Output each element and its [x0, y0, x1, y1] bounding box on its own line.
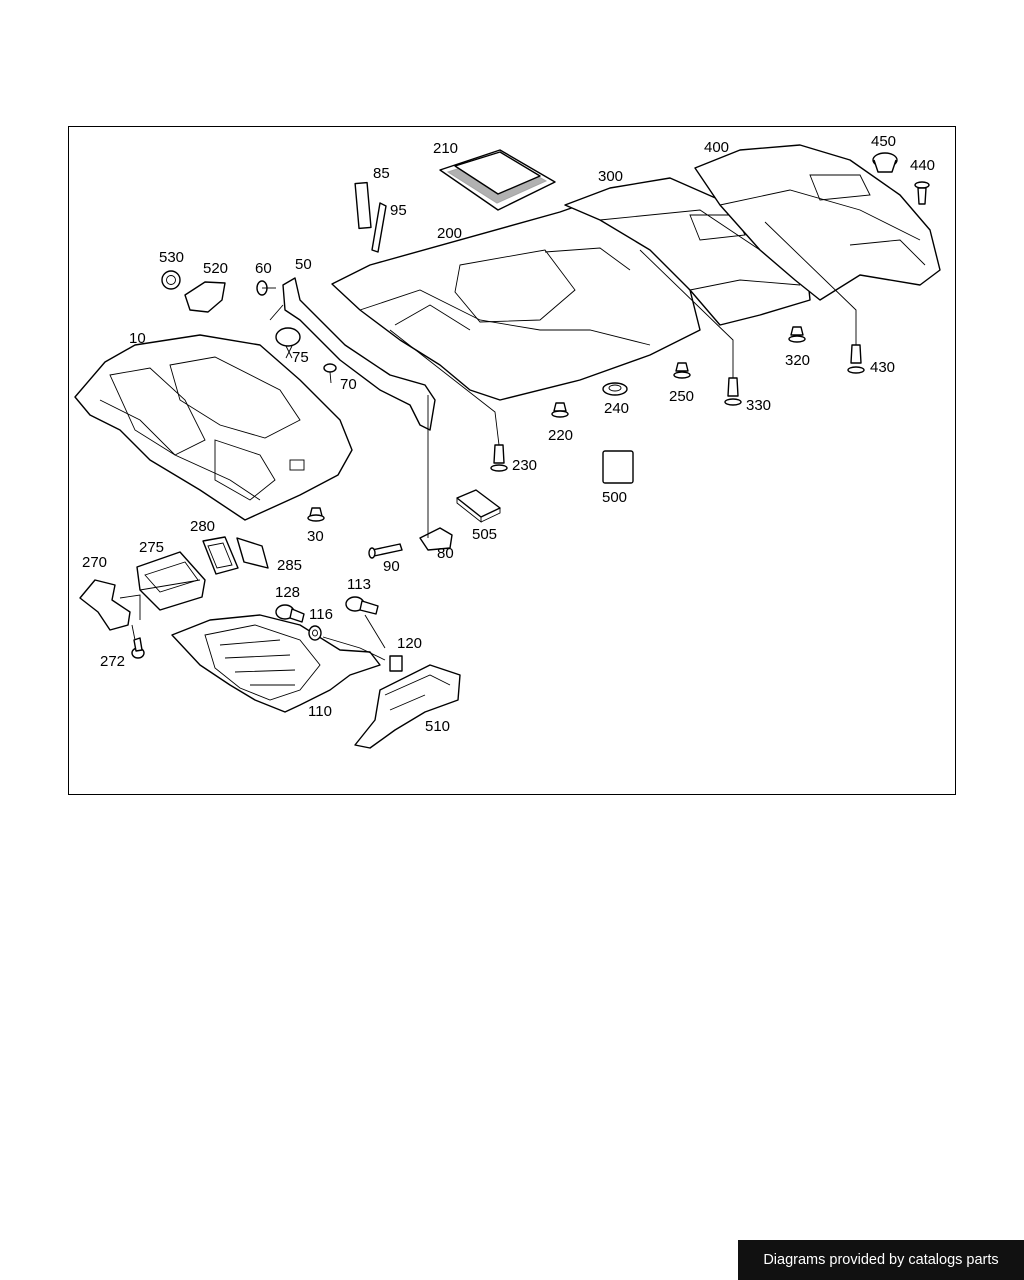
callout-275: 275: [139, 539, 164, 556]
part-510-side-bracket: [354, 664, 461, 749]
part-60-clip: [256, 280, 276, 296]
callout-110: 110: [308, 703, 332, 720]
part-272-screw: [131, 637, 145, 659]
callout-85: 85: [373, 165, 390, 182]
part-280-cover: [202, 536, 239, 575]
part-330-fastener: [724, 377, 742, 406]
callout-70: 70: [340, 376, 357, 393]
part-95-rod: [371, 202, 387, 253]
part-285-clip-plate: [236, 537, 269, 569]
callout-250: 250: [669, 388, 694, 405]
part-505-block: [456, 489, 501, 523]
callout-520: 520: [203, 260, 228, 277]
callout-400: 400: [704, 139, 729, 156]
part-300-headliner-rear-mid: [564, 177, 811, 326]
callout-128: 128: [275, 584, 300, 601]
callout-220: 220: [548, 427, 573, 444]
callout-60: 60: [255, 260, 272, 277]
callout-450: 450: [871, 133, 896, 150]
callout-440: 440: [910, 157, 935, 174]
part-80-bracket: [419, 527, 453, 551]
callout-230: 230: [512, 457, 537, 474]
part-530-grommet: [161, 270, 181, 290]
callout-50: 50: [295, 256, 312, 273]
part-90-pin: [368, 543, 403, 559]
callout-505: 505: [472, 526, 497, 543]
part-85-pad: [354, 181, 372, 230]
part-430-fastener: [847, 344, 865, 374]
callout-10: 10: [129, 330, 146, 347]
callouts: 10 30 50 60 70 75 80 85 90 95 110 113 11…: [82, 133, 935, 735]
callout-530: 530: [159, 249, 184, 266]
callout-285: 285: [277, 557, 302, 574]
callout-120: 120: [397, 635, 422, 652]
callout-500: 500: [602, 489, 627, 506]
callout-430: 430: [870, 359, 895, 376]
part-275-control-module: [136, 551, 206, 611]
part-270-mounting-bracket: [79, 579, 141, 631]
part-450-cap: [872, 152, 898, 173]
part-320-fastener: [788, 326, 806, 343]
callout-272: 272: [100, 653, 125, 670]
callout-240: 240: [604, 400, 629, 417]
callout-75: 75: [292, 349, 309, 366]
part-70-rivet: [323, 363, 337, 384]
callout-210: 210: [433, 140, 458, 157]
part-10-headliner-front: [74, 334, 353, 521]
callout-510: 510: [425, 718, 450, 735]
callout-300: 300: [598, 168, 623, 185]
callout-330: 330: [746, 397, 771, 414]
part-116-washer: [308, 625, 322, 641]
callout-116: 116: [309, 606, 333, 623]
attribution-footer: Diagrams provided by catalogs parts: [738, 1240, 1024, 1280]
part-210-sunroof-frame: [439, 149, 556, 211]
callout-95: 95: [390, 202, 407, 219]
diagram-frame: [68, 126, 956, 795]
part-220-fastener: [551, 402, 569, 418]
part-500-pad: [602, 450, 634, 484]
part-250-fastener: [673, 362, 691, 379]
callout-200: 200: [437, 225, 462, 242]
part-120-clip: [389, 655, 403, 672]
part-75-push-clip: [275, 327, 301, 359]
callout-80: 80: [437, 545, 454, 562]
callout-270: 270: [82, 554, 107, 571]
part-400-headliner-rear: [694, 144, 941, 301]
callout-320: 320: [785, 352, 810, 369]
part-128-screw: [275, 604, 305, 623]
callout-113: 113: [347, 576, 371, 593]
callout-90: 90: [383, 558, 400, 575]
part-200-headliner-center: [331, 204, 701, 401]
callout-280: 280: [190, 518, 215, 535]
part-520-bracket: [184, 281, 226, 313]
part-240-round-plug: [602, 382, 628, 396]
part-30-fastener: [307, 507, 325, 522]
leader-lines: [131, 221, 857, 661]
callout-30: 30: [307, 528, 324, 545]
part-110-console-tray: [171, 614, 381, 713]
part-230-fastener: [490, 444, 508, 472]
part-50-trim-strip: [269, 277, 436, 431]
part-113-screw: [345, 596, 379, 615]
part-440-fastener: [914, 181, 930, 205]
